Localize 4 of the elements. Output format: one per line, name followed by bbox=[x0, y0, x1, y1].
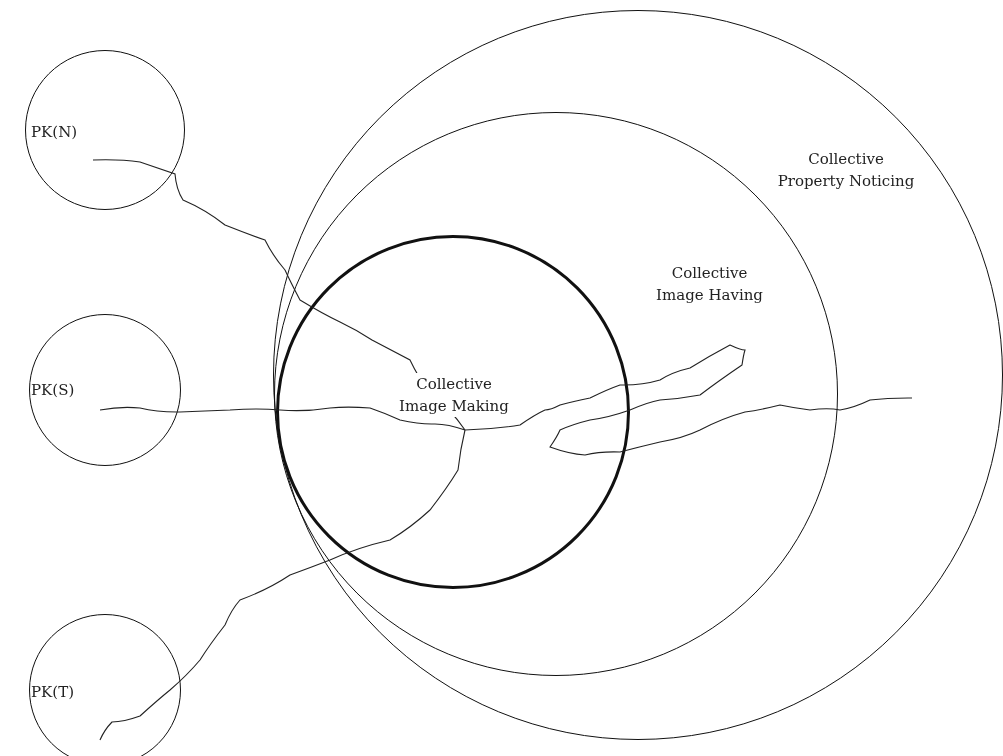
circle-label: Collective Image Making bbox=[398, 373, 510, 417]
wavy-line bbox=[99, 406, 466, 431]
wavy-line bbox=[99, 429, 466, 741]
circle bbox=[276, 235, 630, 589]
